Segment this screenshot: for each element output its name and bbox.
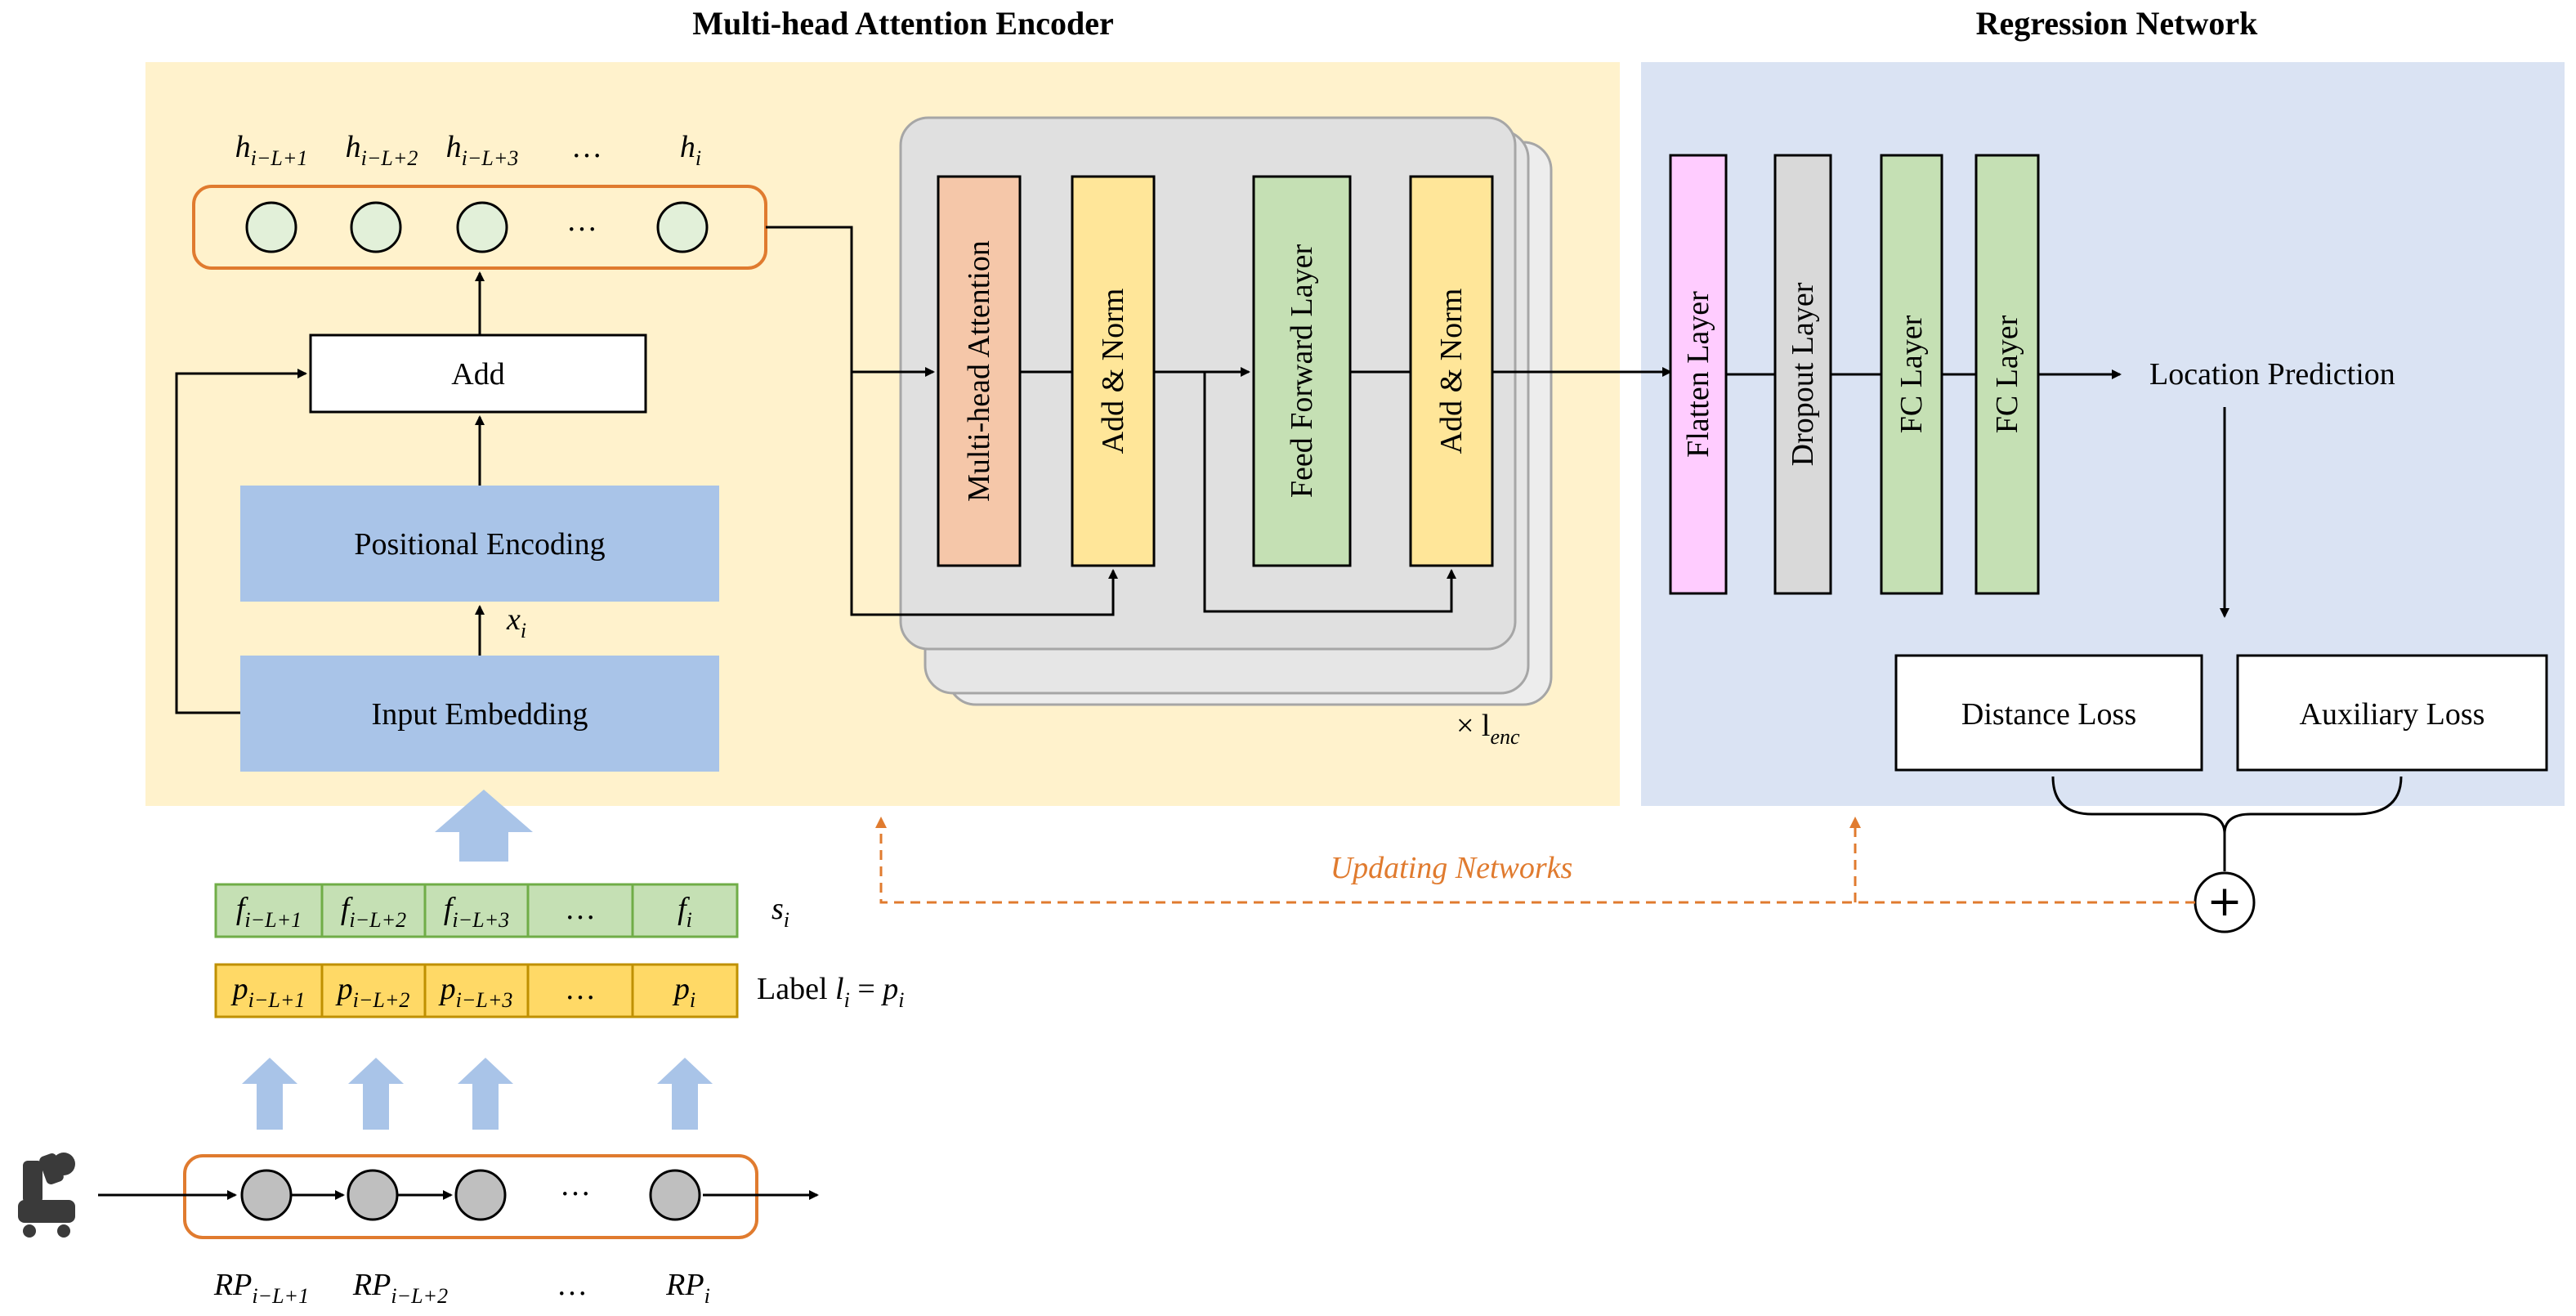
hidden-node [245, 201, 297, 253]
up-arrow-icon [458, 1058, 513, 1130]
distance-loss-label: Distance Loss [1961, 697, 2136, 732]
reference-point-label: RPi [665, 1268, 710, 1308]
small-up-arrows [242, 1058, 713, 1130]
position-cell [631, 963, 739, 1018]
input-embedding-label: Input Embedding [372, 697, 588, 732]
hidden-state-labels: hi−L+1 hi−L+2 hi−L+3 … hi [235, 130, 702, 170]
feed-forward-layer [1252, 175, 1352, 567]
flatten-layer-label: Flatten Layer [1681, 291, 1715, 458]
position-cell [214, 963, 324, 1018]
hidden-label: hi [680, 130, 701, 170]
feature-sequence: fi−L+1 fi−L+2 fi−L+3 … fi si [214, 883, 789, 938]
hidden-label: … [571, 130, 602, 164]
reference-points-container [183, 1154, 758, 1239]
input-embedding-box [240, 656, 719, 772]
flatten-layer [1669, 154, 1728, 595]
regression-arrows [1726, 369, 2229, 618]
label-equation: Label li = pi [757, 972, 904, 1012]
up-arrow-icon [657, 1058, 713, 1130]
regression-title: Regression Network [1976, 5, 2259, 42]
hidden-label: hi−L+2 [346, 130, 418, 170]
encoder-flow-arrows [175, 271, 485, 714]
hidden-node [350, 201, 402, 253]
multi-head-attention-label: Multi-head Attention [962, 240, 996, 502]
fc-layer-1 [1880, 154, 1943, 595]
dropout-layer [1773, 154, 1832, 595]
reference-point-node [240, 1169, 293, 1221]
reference-point-node [347, 1169, 399, 1221]
robot-icon [18, 1153, 75, 1238]
up-arrow-icon [242, 1058, 297, 1130]
feature-sequence-label: si [771, 892, 789, 932]
encoder-block [899, 116, 1517, 651]
feature-cell-text: fi−L+3 [444, 892, 509, 932]
fc-layer-2-label: FC Layer [1990, 315, 2024, 433]
dropout-layer-label: Dropout Layer [1786, 282, 1820, 466]
feedback-label: Updating Networks [1330, 851, 1573, 885]
reference-point-node [649, 1169, 701, 1221]
position-cell-text: pi−L+1 [230, 972, 306, 1012]
hidden-node [656, 201, 709, 253]
fc-layer-1-label: FC Layer [1894, 315, 1929, 433]
position-sequence: pi−L+1 pi−L+2 pi−L+3 … pi Label li = pi [214, 963, 904, 1018]
positional-encoding-label: Positional Encoding [354, 527, 605, 562]
reference-ellipsis: … [560, 1168, 591, 1202]
feedback-arrows [875, 817, 2195, 904]
auxiliary-loss-label: Auxiliary Loss [2300, 697, 2485, 732]
repeat-label: × lenc [1456, 709, 1520, 749]
feed-forward-label: Feed Forward Layer [1285, 244, 1319, 499]
reference-point-label: … [557, 1268, 588, 1302]
add-norm-label-2: Add & Norm [1434, 289, 1469, 454]
x-label: xi [506, 602, 526, 642]
reference-point-node [454, 1169, 507, 1221]
hidden-label: hi−L+1 [235, 130, 308, 170]
add-box [309, 333, 647, 414]
position-cell-text: pi−L+3 [438, 972, 513, 1012]
distance-loss-box [1894, 654, 2203, 772]
feature-cell-text: … [565, 892, 596, 926]
add-label: Add [451, 357, 504, 392]
hidden-label: hi−L+3 [446, 130, 519, 170]
auxiliary-loss-box [2236, 654, 2548, 772]
feature-cell [320, 883, 427, 938]
plus-symbol: + [2207, 877, 2243, 926]
hidden-ellipsis: … [566, 204, 597, 238]
multi-head-attention-layer [937, 175, 1022, 567]
position-cell-text: … [565, 972, 596, 1006]
reference-point-label: RPi−L+2 [352, 1268, 448, 1308]
feature-cell [526, 883, 634, 938]
reference-point-label: RPi−L+1 [213, 1268, 309, 1308]
encoder-title: Multi-head Attention Encoder [692, 5, 1114, 42]
position-cell-text: pi [672, 972, 695, 1012]
location-prediction-label: Location Prediction [2149, 357, 2395, 392]
up-arrow-icon [348, 1058, 404, 1130]
encoder-block-arrows [766, 226, 1672, 616]
add-norm-layer-1 [1071, 175, 1156, 567]
up-arrow-icon [435, 790, 533, 862]
position-cell [423, 963, 530, 1018]
positional-encoding-box [240, 486, 719, 602]
position-cell-text: pi−L+2 [335, 972, 410, 1012]
feature-cell [631, 883, 739, 938]
reference-point-labels: RPi−L+1 RPi−L+2 … RPi [213, 1268, 710, 1308]
hidden-node [456, 201, 508, 253]
add-norm-label-1: Add & Norm [1096, 289, 1130, 454]
feature-cell [423, 883, 530, 938]
